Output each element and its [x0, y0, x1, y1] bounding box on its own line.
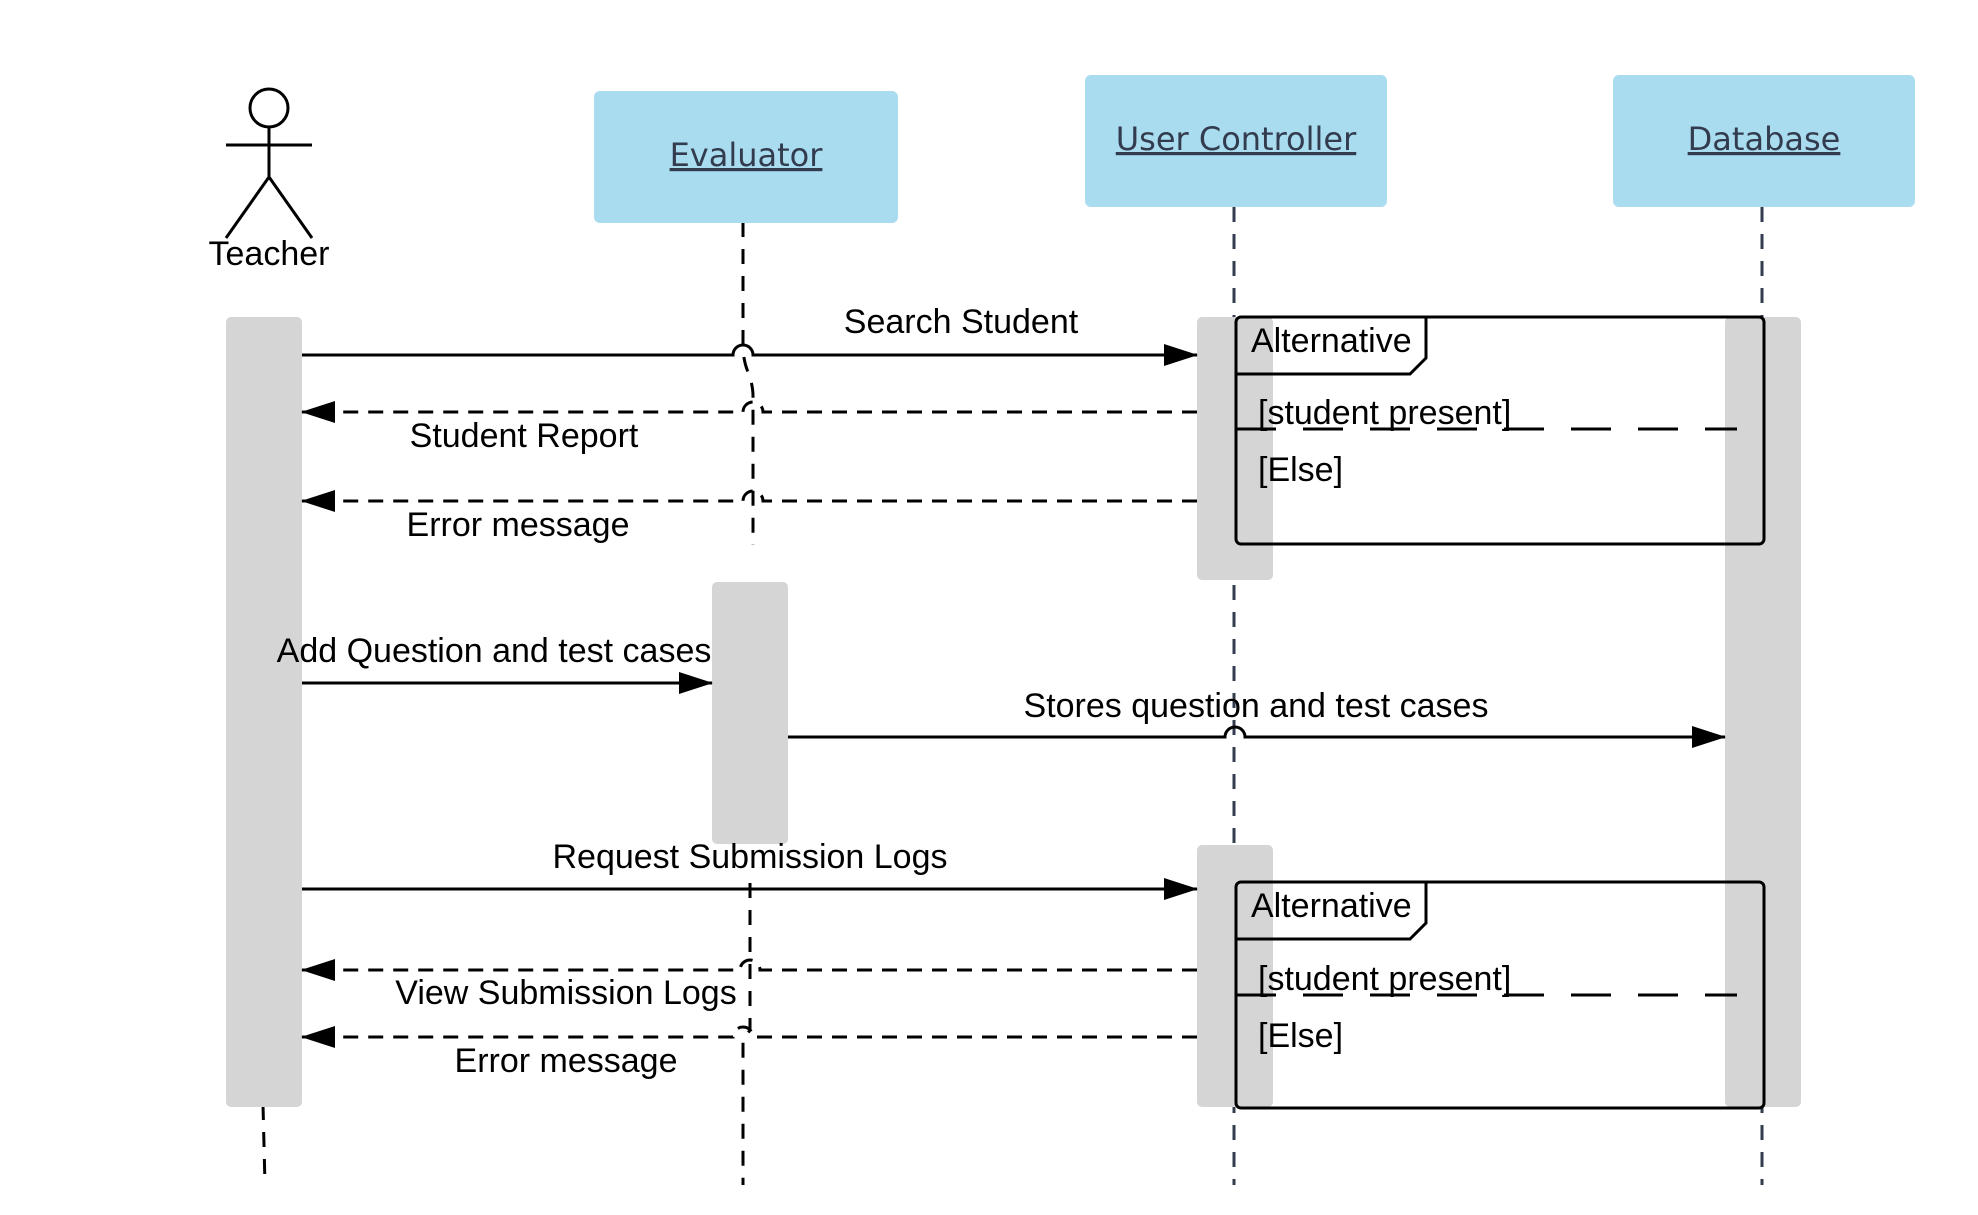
fragment-guard-2: [Else] [1258, 1017, 1343, 1055]
teacher-actor: Teacher [209, 87, 330, 273]
participant-label: User Controller [1116, 120, 1357, 158]
alt-fragment-1: Alternative [student present] [Else] [1234, 315, 1766, 546]
fragment-guard-1: [student present] [1258, 394, 1511, 432]
stick-figure-icon [224, 87, 314, 239]
fragment-tab [1236, 317, 1428, 376]
message-view-logs: View Submission Logs [301, 958, 1197, 1012]
message-stores-question: Stores question and test cases [788, 687, 1726, 748]
teacher-lifeline [261, 1104, 267, 1186]
fragment-guard-1: [student present] [1258, 960, 1511, 998]
fragment-operator: Alternative [1251, 322, 1412, 360]
message-search-student: Search Student [302, 303, 1198, 366]
message-label: Request Submission Logs [552, 838, 947, 876]
database-activation [1725, 317, 1801, 1107]
message-label: Student Report [410, 417, 639, 455]
message-error-1: Error message [301, 489, 1197, 544]
message-label: Search Student [844, 303, 1079, 341]
message-error-2: Error message [301, 1025, 1197, 1080]
messages: Search Student Student Report Error mess… [277, 303, 1726, 1080]
participant-user-controller: User Controller [1085, 75, 1387, 207]
message-label: Error message [407, 506, 630, 544]
message-add-question: Add Question and test cases [277, 632, 713, 694]
fragment-guard-2: [Else] [1258, 451, 1343, 489]
message-label: Stores question and test cases [1024, 687, 1489, 725]
participant-database: Database [1613, 75, 1915, 207]
message-student-report: Student Report [301, 400, 1197, 455]
alt-fragment-2: Alternative [student present] [Else] [1234, 880, 1766, 1110]
message-label: Add Question and test cases [277, 632, 712, 670]
teacher-activation [226, 317, 302, 1107]
fragment-tab [1236, 882, 1428, 941]
participant-label: Database [1688, 120, 1841, 158]
evaluator-lifeline-bottom [741, 883, 752, 1185]
fragment-operator: Alternative [1251, 887, 1412, 925]
message-request-logs: Request Submission Logs [302, 838, 1198, 900]
participant-evaluator: Evaluator [594, 91, 898, 223]
evaluator-lifeline-top [741, 222, 755, 545]
message-label: View Submission Logs [395, 974, 736, 1012]
activations [226, 317, 1801, 1107]
evaluator-activation [712, 582, 788, 844]
actor-label: Teacher [209, 235, 330, 273]
participant-label: Evaluator [670, 136, 824, 174]
message-label: Error message [455, 1042, 678, 1080]
